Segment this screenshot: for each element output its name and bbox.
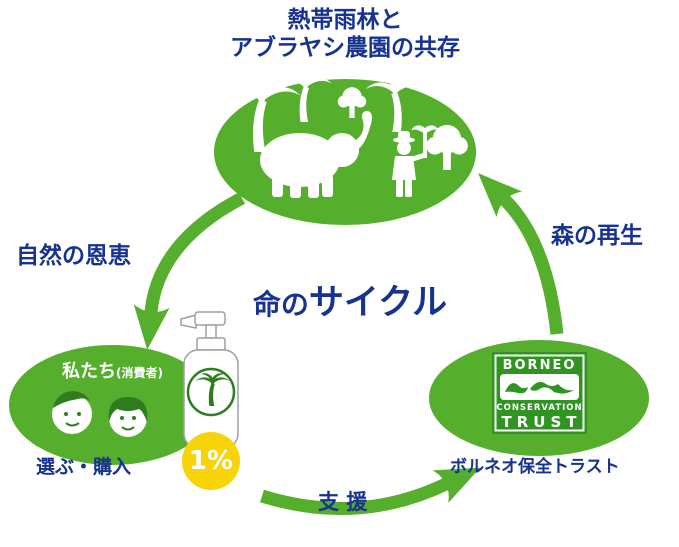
bct-logo-mark-icon <box>505 383 528 394</box>
label-forest-regeneration: 森の再生 <box>551 223 643 249</box>
center-title: 命のサイクル <box>190 274 510 325</box>
elephant-icon <box>260 110 372 198</box>
label-nature-blessing: 自然の恩恵 <box>16 243 131 269</box>
diagram-title: 熱帯雨林と アブラヤシ農園の共存 <box>145 6 545 62</box>
cycle-arrows <box>133 173 564 515</box>
arrow-support-icon <box>260 467 481 515</box>
one-percent-badge <box>182 432 240 490</box>
bct-logo-trust: TRUST <box>501 413 582 431</box>
person-icon <box>392 125 439 197</box>
center-title-main: サイクル <box>308 283 448 323</box>
label-bct-caption: ボルネオ保全トラスト <box>450 457 620 477</box>
bct-logo-conservation: CONSERVATION <box>496 403 583 413</box>
bct-logo <box>492 352 587 434</box>
center-title-prefix: 命の <box>252 288 309 321</box>
bct-logo-mark-icon <box>530 381 574 394</box>
consumers-sublabel: (消費者) <box>116 366 163 380</box>
label-support: 支 援 <box>318 490 368 514</box>
consumers-label: 私たち <box>62 361 116 382</box>
label-choose-purchase: 選ぶ・購入 <box>36 456 132 478</box>
rainforest-ellipse <box>214 71 476 225</box>
arrow-nature-blessing-icon <box>133 192 246 350</box>
consumers-ellipse <box>9 345 215 465</box>
woman-face-icon <box>108 397 148 437</box>
arrow-forest-regeneration-icon <box>478 173 564 335</box>
man-face-icon <box>52 391 92 434</box>
title-line-1: 熱帯雨林と <box>287 7 403 33</box>
title-line-2: アブラヤシ農園の共存 <box>230 35 460 61</box>
label-consumers: 私たち(消費者) <box>40 357 185 383</box>
one-percent-label: 1% <box>188 446 234 476</box>
bct-logo-borneo: BORNEO <box>502 358 577 373</box>
bct-ellipse <box>429 340 649 456</box>
